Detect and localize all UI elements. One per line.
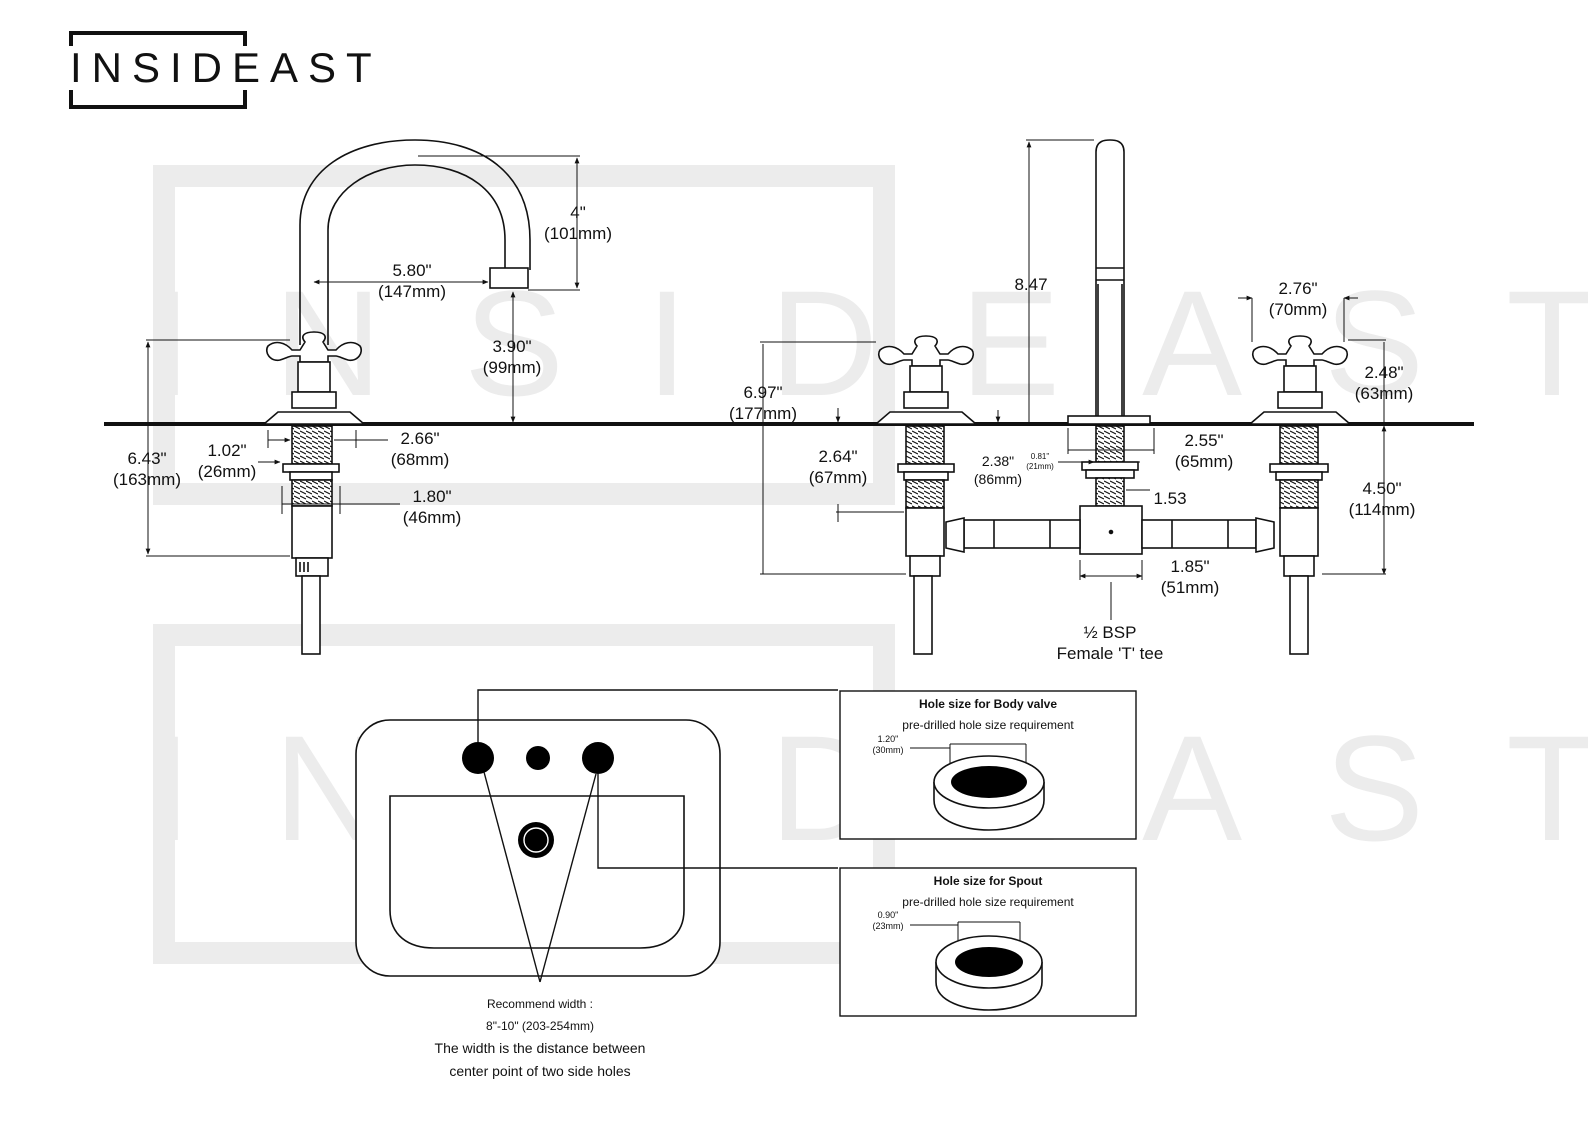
handle-width-label: 2.76"(70mm) bbox=[1268, 279, 1328, 319]
front-right-valve bbox=[1247, 335, 1353, 655]
right-valve-hole bbox=[582, 742, 614, 774]
spout-flange-label: 2.38"(86mm) bbox=[973, 453, 1023, 487]
recommend-width-note-2: center point of two side holes bbox=[449, 1063, 631, 1079]
recommend-width-heading: Recommend width : bbox=[486, 997, 594, 1011]
hole-box-spout bbox=[839, 867, 1137, 1017]
tee-offset-label: 1.53 bbox=[1153, 489, 1187, 508]
front-left-valve bbox=[873, 335, 979, 655]
valve-height-label: 6.97"(177mm) bbox=[728, 383, 797, 423]
spout-clearance-label: 3.90"(99mm) bbox=[482, 337, 542, 377]
body-flange-label: 2.55"(65mm) bbox=[1174, 431, 1234, 471]
body-valve-hole-size: 1.20"(30mm) bbox=[872, 734, 904, 755]
side-view-dimensions bbox=[145, 155, 580, 557]
spout-hole-size: 0.90"(23mm) bbox=[872, 910, 904, 931]
shank-length-label: 2.64"(67mm) bbox=[808, 447, 868, 487]
spout-box-title: Hole size for Spout bbox=[933, 874, 1043, 888]
drain-hole bbox=[518, 822, 554, 858]
spout-total-height-label: 8.47 bbox=[1014, 275, 1048, 294]
brand-logo: INSIDEAST bbox=[66, 46, 386, 90]
body-valve-box-subtitle: pre-drilled hole size requirement bbox=[902, 718, 1074, 732]
tee-type-label: ½ BSP Female 'T' tee bbox=[1056, 623, 1164, 663]
overall-height-label: 6.43"(163mm) bbox=[112, 449, 181, 489]
under-deck-label: 4.50"(114mm) bbox=[1348, 479, 1416, 519]
left-valve-hole bbox=[462, 742, 494, 774]
spout-box-subtitle: pre-drilled hole size requirement bbox=[902, 895, 1074, 909]
hole-box-body-valve bbox=[839, 690, 1137, 840]
nut-diameter-label: 1.80"(46mm) bbox=[402, 487, 462, 527]
side-view-faucet bbox=[261, 139, 531, 655]
front-view-faucet bbox=[945, 139, 1275, 555]
spout-height-label: 4"(101mm) bbox=[543, 203, 612, 243]
front-view-dimensions bbox=[760, 139, 1387, 620]
sink-top-view bbox=[355, 689, 838, 983]
body-valve-box-title: Hole size for Body valve bbox=[918, 697, 1058, 711]
spout-shank-label: 0.81"(21mm) bbox=[1026, 452, 1054, 471]
watermark-text-top: INSIDEAST bbox=[150, 259, 1588, 427]
tee-width-label: 1.85"(51mm) bbox=[1160, 557, 1220, 597]
handle-height-label: 2.48"(63mm) bbox=[1354, 363, 1414, 403]
recommend-width-note-1: The width is the distance between bbox=[434, 1040, 646, 1056]
recommend-width-value: 8"-10" (203-254mm) bbox=[486, 1019, 594, 1033]
spout-hole bbox=[526, 746, 550, 770]
spout-reach-label: 5.80"(147mm) bbox=[377, 261, 446, 301]
shank-diameter-label: 1.02"(26mm) bbox=[197, 441, 257, 481]
flange-diameter-label: 2.66"(68mm) bbox=[390, 429, 450, 469]
